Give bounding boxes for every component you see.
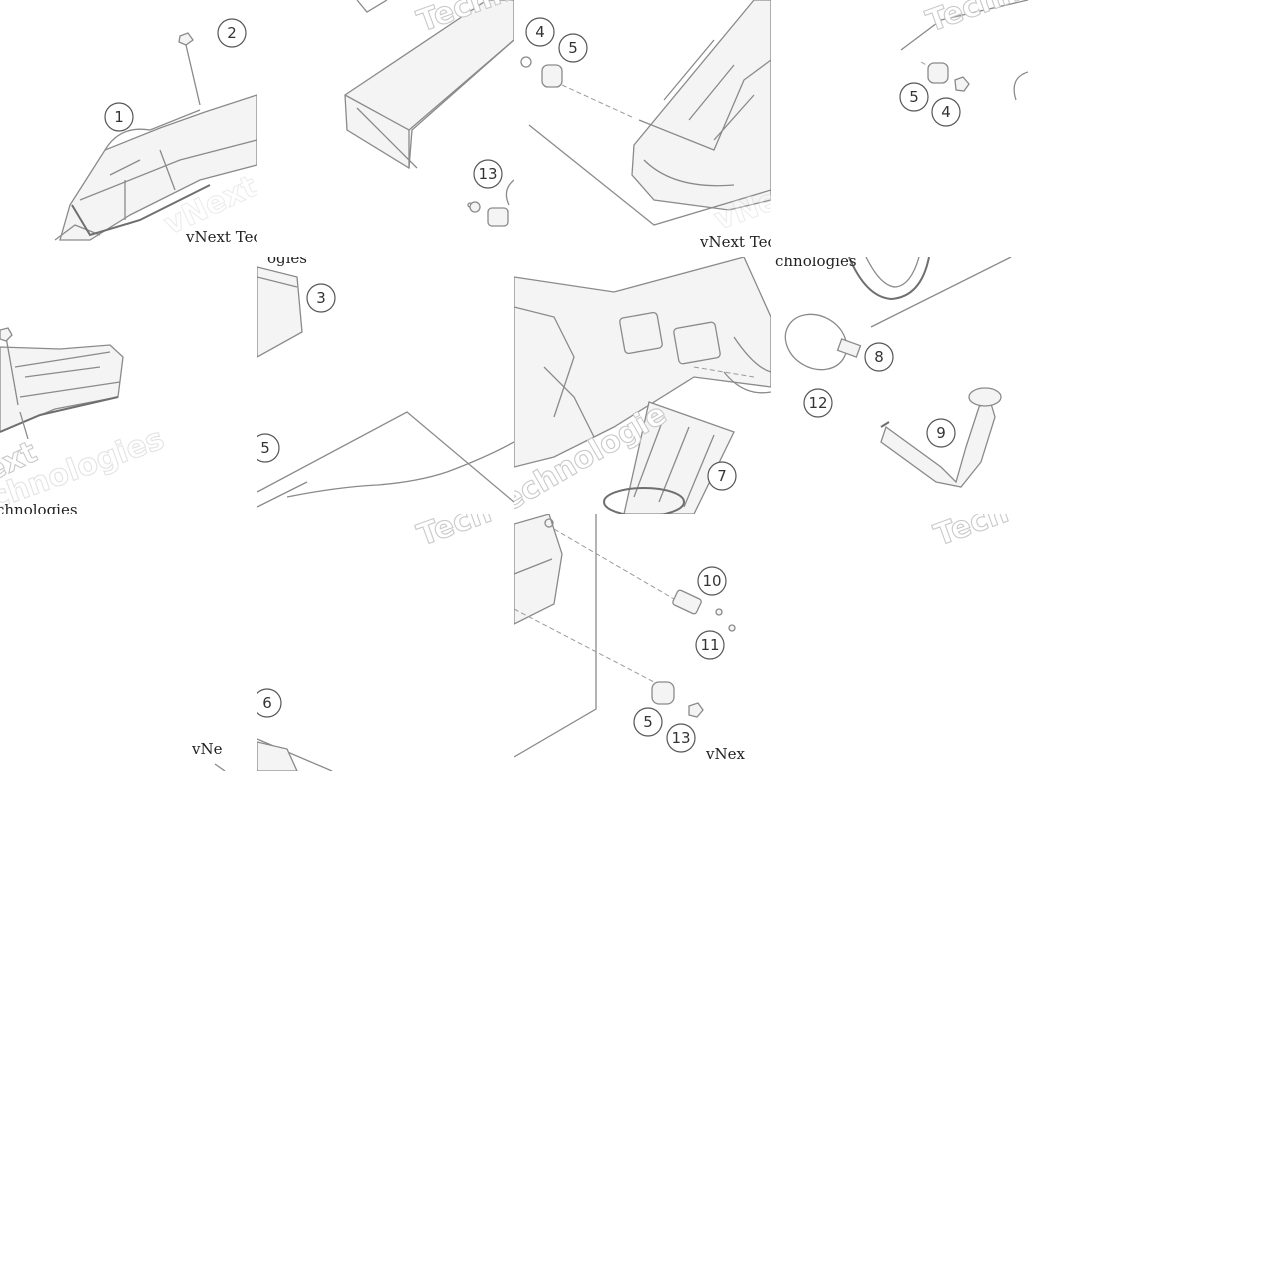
svg-text:13: 13 bbox=[671, 729, 690, 747]
nut-part bbox=[954, 76, 970, 92]
nut-part bbox=[688, 702, 704, 718]
diagram-tile-r0c2: 4 5 vNext Tec vNext Tec bbox=[514, 0, 771, 257]
svg-text:8: 8 bbox=[874, 348, 884, 366]
port-opening bbox=[619, 311, 663, 355]
callout-13: 13 bbox=[473, 159, 503, 189]
svg-text:11: 11 bbox=[700, 636, 719, 654]
svg-text:5: 5 bbox=[643, 713, 653, 731]
intake-duct-end bbox=[0, 344, 124, 433]
svg-text:5: 5 bbox=[260, 439, 270, 457]
callout-5: 5 bbox=[633, 707, 663, 737]
svg-text:1: 1 bbox=[114, 108, 124, 126]
callout-1: 1 bbox=[104, 102, 134, 132]
intake-duct-body bbox=[59, 94, 257, 241]
watermark-small-text: vNext Tec bbox=[185, 228, 257, 246]
grommet-part bbox=[487, 207, 509, 227]
watermark-small-text: vNext Tec bbox=[699, 233, 771, 251]
diagram-tile-r0c1: 13 Techno bbox=[257, 0, 514, 257]
hose-clamp-part bbox=[784, 313, 848, 371]
watermark-small-text: ogies bbox=[267, 257, 307, 267]
callout-4: 4 bbox=[931, 97, 961, 127]
svg-text:12: 12 bbox=[808, 394, 827, 412]
svg-text:9: 9 bbox=[936, 424, 946, 442]
callout-4: 4 bbox=[525, 17, 555, 47]
housing-edge bbox=[514, 514, 563, 625]
filter-box-corner bbox=[257, 266, 303, 358]
diagram-tile-r0c0: 1 2 vNext Tec vNext Tec bbox=[0, 0, 257, 257]
watermark-small-text: vNe bbox=[191, 740, 223, 758]
air-filter-box bbox=[344, 0, 514, 170]
grommet-part bbox=[651, 681, 675, 705]
callout-12: 12 bbox=[803, 388, 833, 418]
callout-10: 10 bbox=[697, 566, 727, 596]
svg-text:2: 2 bbox=[227, 24, 237, 42]
callout-7: 7 bbox=[707, 461, 737, 491]
callout-5: 5 bbox=[558, 33, 588, 63]
grommet-part bbox=[541, 64, 563, 88]
diagram-tile-r2c3: Tech bbox=[771, 514, 1028, 771]
svg-text:4: 4 bbox=[535, 23, 545, 41]
svg-text:13: 13 bbox=[478, 165, 497, 183]
air-box-lower-housing bbox=[514, 257, 771, 468]
grommet-part bbox=[927, 62, 949, 84]
svg-text:10: 10 bbox=[702, 572, 721, 590]
lower-panel-part bbox=[257, 741, 298, 771]
sensor-part bbox=[672, 589, 702, 615]
diagram-tile-r2c2: 10 11 5 13 vNex bbox=[514, 514, 771, 771]
svg-text:7: 7 bbox=[717, 467, 727, 485]
bolt-part bbox=[0, 327, 13, 342]
diagram-tile-r2c1: 6 Tech bbox=[257, 514, 514, 771]
filter-element bbox=[623, 401, 735, 514]
washer-part bbox=[469, 201, 481, 213]
diagram-tile-r1c3: 8 12 9 chnologies bbox=[771, 257, 1028, 514]
clamp-screw bbox=[836, 338, 862, 358]
callout-2: 2 bbox=[217, 18, 247, 48]
callout-13: 13 bbox=[666, 723, 696, 753]
svg-text:3: 3 bbox=[316, 289, 326, 307]
callout-9: 9 bbox=[926, 418, 956, 448]
watermark-small-text: chnologies bbox=[775, 257, 857, 270]
diagram-tile-r1c0: ext chnologies chnologies bbox=[0, 257, 257, 514]
diagram-tile-r0c3: 5 4 Techno bbox=[771, 0, 1028, 257]
drain-hose-part bbox=[880, 395, 996, 488]
callout-11: 11 bbox=[695, 630, 725, 660]
screw-part bbox=[715, 608, 723, 616]
svg-text:6: 6 bbox=[262, 694, 272, 712]
watermark-text: Techno bbox=[922, 0, 1028, 40]
watermark-small-text: chnologies bbox=[0, 501, 78, 514]
screw-part-2 bbox=[728, 624, 736, 632]
callout-3: 3 bbox=[306, 283, 336, 313]
svg-text:5: 5 bbox=[568, 39, 578, 57]
port-opening-2 bbox=[673, 321, 721, 365]
callout-5: 5 bbox=[257, 433, 280, 463]
diagram-tile-r2c0: vNe bbox=[0, 514, 257, 771]
bolt-part bbox=[178, 32, 194, 46]
callout-6: 6 bbox=[257, 688, 282, 718]
svg-text:5: 5 bbox=[909, 88, 919, 106]
diagram-tile-r1c1: 3 5 ogies bbox=[257, 257, 514, 514]
watermark-text: Tech bbox=[930, 514, 1013, 554]
drain-cap bbox=[968, 387, 1002, 407]
svg-text:4: 4 bbox=[941, 103, 951, 121]
watermark-small-text: vNex bbox=[705, 745, 745, 763]
diagram-tile-r1c2: 7 echnologie bbox=[514, 257, 771, 514]
watermark-text: Tech bbox=[413, 514, 496, 554]
callout-8: 8 bbox=[864, 342, 894, 372]
callout-5: 5 bbox=[899, 82, 929, 112]
